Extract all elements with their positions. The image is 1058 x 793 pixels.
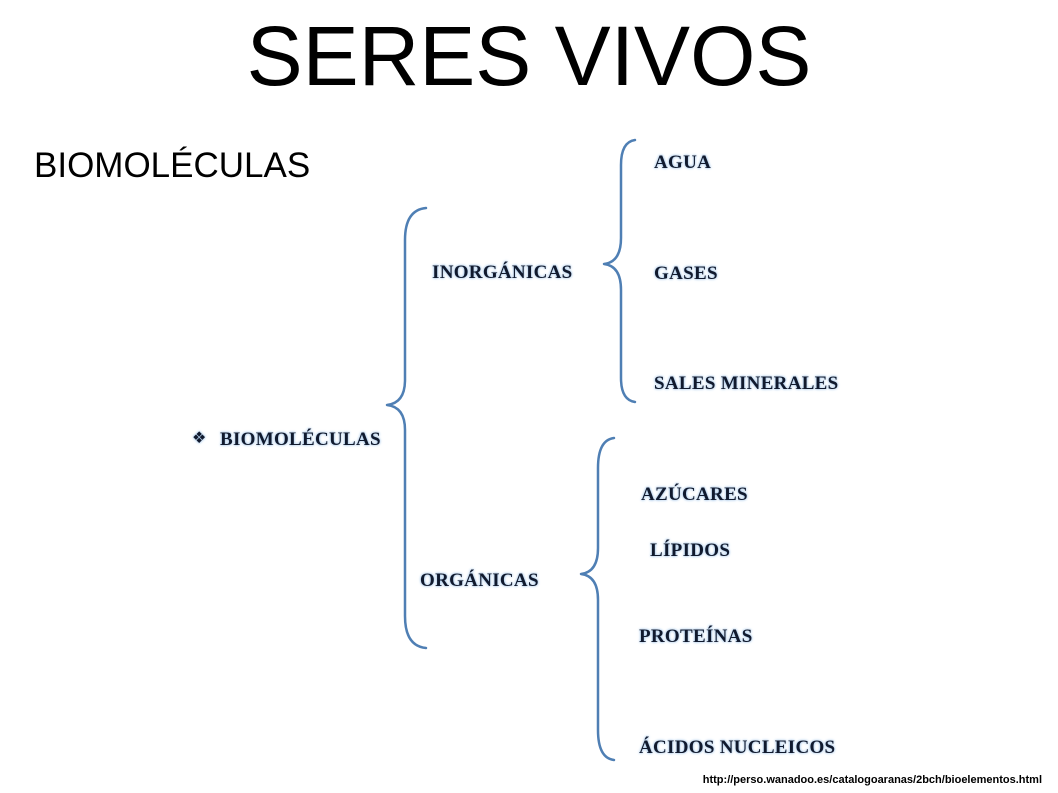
leaf-node-proteinas: PROTEÍNAS	[639, 626, 753, 647]
slide-title: SERES VIVOS	[246, 9, 812, 103]
diamond-bullet-icon	[192, 430, 207, 446]
branch-node-organicas: ORGÁNICAS	[420, 570, 539, 591]
leaf-node-sales-minerales: SALES MINERALES	[654, 373, 839, 394]
source-url: http://perso.wanadoo.es/catalogoaranas/2…	[702, 774, 1042, 786]
organic-brace	[579, 436, 616, 762]
leaf-node-lipidos: LÍPIDOS	[650, 540, 731, 561]
slide-subtitle: BIOMOLÉCULAS	[34, 146, 311, 185]
leaf-node-agua: AGUA	[654, 152, 712, 173]
leaf-node-azucares: AZÚCARES	[641, 484, 748, 505]
root-label: BIOMOLÉCULAS	[220, 429, 381, 450]
branch-node-inorganicas: INORGÁNICAS	[432, 262, 573, 283]
leaf-node-gases: GASES	[654, 263, 718, 284]
diagram-root-node: BIOMOLÉCULAS	[192, 430, 381, 449]
inorganic-brace	[602, 138, 637, 404]
root-brace	[385, 206, 428, 650]
leaf-node-acidos-nucleicos: ÁCIDOS NUCLEICOS	[639, 737, 836, 758]
